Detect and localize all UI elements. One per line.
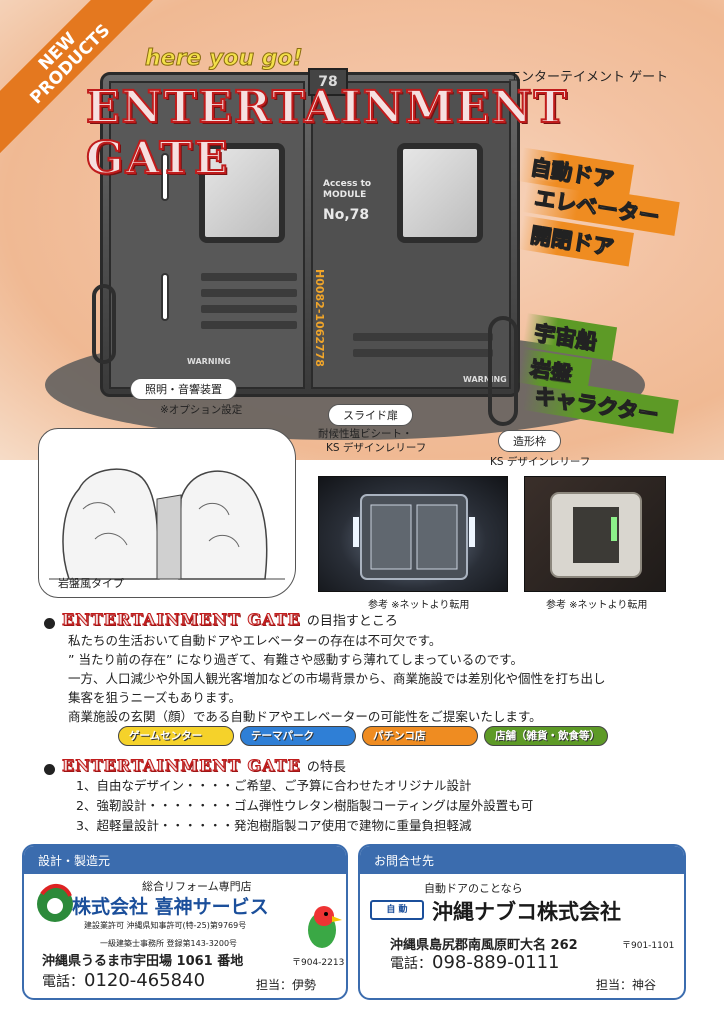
designer-phone-label: 電話： xyxy=(42,974,84,990)
vision-line-4: 集客を狙うニーズもあります。 xyxy=(68,690,242,705)
gate-photo-icon xyxy=(550,492,642,578)
category-theme-park: テーマパーク xyxy=(240,726,356,746)
warning-label-left: WARNING xyxy=(187,357,231,366)
designer-contact-person: 担当：伊勢 xyxy=(256,978,317,992)
gate-number-badge: 78 xyxy=(308,68,348,96)
mascot-logo-icon xyxy=(37,884,73,922)
bullet-icon xyxy=(44,764,55,775)
panel-rib xyxy=(201,273,297,281)
contact-box: お問合せ先 自動ドアのことなら 自 動 沖縄ナブコ株式会社 沖縄県島尻郡南風原町… xyxy=(358,844,686,1000)
vision-line-2: ” 当たり前の存在” になり過ぎて、有難さや感動すら薄れてしまっているのです。 xyxy=(68,652,524,667)
contact-person: 担当：神谷 xyxy=(596,978,657,992)
lighting-tag: 照明・音響装置 xyxy=(130,378,237,400)
warning-label-right: WARNING xyxy=(463,375,507,384)
reference-photo-2 xyxy=(524,476,666,592)
reference-caption-1: 参考 ※ネットより転用 xyxy=(368,600,470,611)
category-pachinko: パチンコ店 xyxy=(362,726,478,746)
gate-right-panel: Access to MODULE No,78 H0082-1062778 WAR… xyxy=(311,81,511,389)
gate-window-left xyxy=(199,143,285,243)
contact-box-header: お問合せ先 xyxy=(360,846,684,874)
slide-door-note-2: KS デザインレリーフ xyxy=(326,442,427,454)
gate-illustration: WARNING Access to MODULE No,78 H0082-106… xyxy=(100,72,520,397)
designer-box-header: 設計・製造元 xyxy=(24,846,346,874)
hero-section: WARNING Access to MODULE No,78 H0082-106… xyxy=(0,0,724,468)
designer-box: 設計・製造元 総合リフォーム専門店 株式会社 喜神サービス 建設業許可 沖縄県知… xyxy=(22,844,348,1000)
tagline: here you go! xyxy=(145,46,304,72)
vision-line-3: 一方、人口減少や外国人観光客増加などの市場背景から、商業施設では差別化や個性を打… xyxy=(68,671,606,686)
reference-caption-2: 参考 ※ネットより転用 xyxy=(546,600,648,611)
frame-tag: 造形枠 xyxy=(498,430,561,452)
contact-phone: 電話：098-889-0111 xyxy=(390,952,560,973)
panel-rib xyxy=(353,333,493,341)
section-features-brand: ENTERTAINMENT GATE xyxy=(62,756,301,776)
section-features-heading: ENTERTAINMENT GATE の特長 xyxy=(62,756,346,776)
rock-gate-illustration xyxy=(49,468,285,580)
category-tags: ゲームセンター テーマパーク パチンコ店 店舗（雑貨・飲食等） xyxy=(118,726,608,746)
rock-type-panel xyxy=(38,428,296,598)
section-features-suffix: の特長 xyxy=(306,760,346,775)
brand-title: ENTERTAINMENT GATE xyxy=(85,81,569,185)
vision-line-1: 私たちの生活おいて自動ドアやエレベーターの存在は不可欠です。 xyxy=(68,633,442,648)
category-game-center: ゲームセンター xyxy=(118,726,234,746)
rock-type-label: 岩盤風タイプ xyxy=(58,577,124,590)
designer-postal: 〒904-2213 xyxy=(292,958,345,968)
panel-rib xyxy=(201,321,297,329)
contact-address: 沖縄県島尻郡南風原町大名 262 xyxy=(390,938,578,953)
designer-phone-number: 0120-465840 xyxy=(84,970,206,991)
category-shops: 店舗（雑貨・飲食等） xyxy=(484,726,608,746)
module-number: No,78 xyxy=(323,207,370,223)
designer-company-name: 株式会社 喜神サービス xyxy=(72,896,269,918)
feature-item-1: 1、自由なデザイン・・・・ご希望、ご予算に合わせたオリジナル設計 xyxy=(76,778,472,793)
designer-license-2: 一級建築士事務所 登録第143-3200号 xyxy=(100,939,238,948)
module-caption-line2: MODULE xyxy=(323,190,367,200)
contact-postal: 〒901-1101 xyxy=(622,941,675,951)
designer-license-1: 建設業許可 沖縄県知事許可(特-25)第9769号 xyxy=(84,921,247,930)
contact-subtitle: 自動ドアのことなら xyxy=(424,882,523,895)
reference-photo-1 xyxy=(318,476,508,592)
feature-item-3: 3、超軽量設計・・・・・・発泡樹脂製コア使用で建物に重量負担軽減 xyxy=(76,818,472,833)
gate-photo-icon xyxy=(353,494,475,580)
light-bar-icon xyxy=(161,273,169,321)
designer-address: 沖縄県うるま市宇田場 1061 番地 xyxy=(42,954,244,969)
features-list: 1、自由なデザイン・・・・ご希望、ご予算に合わせたオリジナル設計 2、強靭設計・… xyxy=(76,776,533,836)
brand-title-kana: エンターテイメント ゲート xyxy=(508,70,669,85)
designer-subtitle: 総合リフォーム専門店 xyxy=(142,880,252,893)
section-vision-brand: ENTERTAINMENT GATE xyxy=(62,610,301,630)
light-bar-icon xyxy=(161,153,169,201)
auto-door-logo-icon: 自 動 xyxy=(370,900,424,920)
designer-phone: 電話：0120-465840 xyxy=(42,970,205,991)
frame-note: KS デザインレリーフ xyxy=(490,456,591,468)
pipe-decoration-right xyxy=(488,316,518,426)
section-vision-heading: ENTERTAINMENT GATE の目指すところ xyxy=(62,610,398,630)
panel-rib xyxy=(201,305,297,313)
vertical-code: H0082-1062778 xyxy=(313,269,326,367)
lighting-note: ※オプション設定 xyxy=(160,404,243,416)
section-vision-suffix: の目指すところ xyxy=(306,614,398,629)
feature-item-2: 2、強靭設計・・・・・・・ゴム弾性ウレタン樹脂製コーティングは屋外設置も可 xyxy=(76,798,534,813)
gate-window-right xyxy=(397,143,483,243)
slide-door-tag: スライド扉 xyxy=(328,404,413,426)
parrot-mascot-icon xyxy=(308,906,342,948)
panel-rib xyxy=(201,289,297,297)
panel-rib xyxy=(353,349,493,357)
slide-door-note-1: 耐候性塩ビシート・ xyxy=(318,428,413,440)
contact-company-name: 沖縄ナブコ株式会社 xyxy=(432,900,621,924)
module-caption-line1: Access to xyxy=(323,179,372,189)
module-caption: Access to MODULE xyxy=(323,179,371,201)
contact-phone-label: 電話： xyxy=(390,956,432,972)
pipe-decoration-left xyxy=(92,284,116,364)
vision-line-5: 商業施設の玄関（顔）である自動ドアやエレベーターの可能性をご提案いたします。 xyxy=(68,709,542,724)
bullet-icon xyxy=(44,618,55,629)
contact-phone-number: 098-889-0111 xyxy=(432,952,560,973)
